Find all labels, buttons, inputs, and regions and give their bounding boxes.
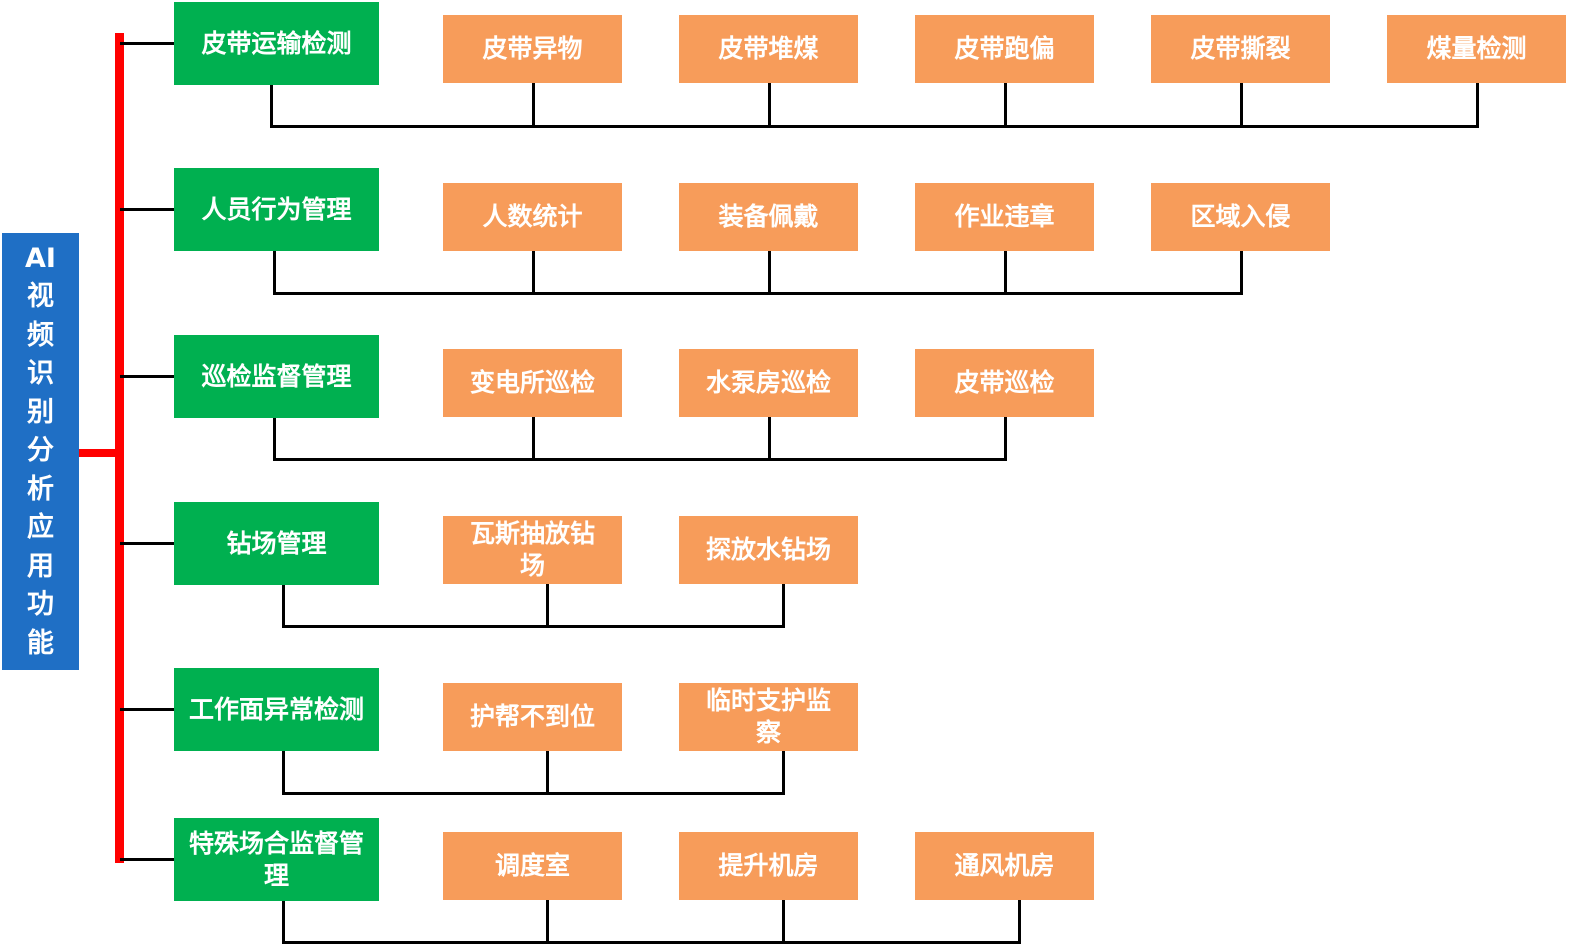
branch-line-0 (120, 42, 174, 45)
item-label: 瓦斯抽放钻场 (469, 519, 595, 580)
item-drop-line (546, 751, 549, 794)
item-label: 作业违章 (954, 202, 1055, 231)
item-node: 提升机房 (679, 832, 858, 900)
item-node: 装备佩戴 (679, 183, 858, 251)
item-label: 调度室 (494, 851, 570, 880)
branch-line-5 (120, 858, 174, 861)
item-node: 护帮不到位 (443, 683, 622, 751)
category-label: 特殊场合监督管理 (188, 828, 364, 890)
branch-line-1 (120, 208, 174, 211)
category-drop-line (282, 901, 285, 943)
category-drop-line (273, 418, 276, 460)
item-node: 皮带巡检 (915, 349, 1094, 417)
item-drop-line (1004, 251, 1007, 294)
item-drop-line (1004, 417, 1007, 460)
item-node: 人数统计 (443, 183, 622, 251)
category-drop-line (273, 251, 276, 294)
category-drop-line (270, 85, 273, 127)
item-drop-line (1240, 83, 1243, 127)
category-drop-line (282, 751, 285, 794)
item-node: 探放水钻场 (679, 516, 858, 584)
item-drop-line (768, 417, 771, 460)
item-label: 探放水钻场 (705, 535, 831, 564)
category-label: 人员行为管理 (201, 194, 352, 224)
item-drop-line (1476, 83, 1479, 127)
bus-line (282, 792, 785, 795)
item-label: 变电所巡检 (469, 368, 595, 397)
item-node: 皮带异物 (443, 15, 622, 83)
category-label: 钻场管理 (226, 528, 327, 558)
item-label: 皮带异物 (482, 34, 583, 63)
category-label: 皮带运输检测 (201, 28, 352, 58)
category-drop-line (282, 585, 285, 627)
item-label: 装备佩戴 (718, 202, 819, 231)
category-node: 钻场管理 (174, 502, 379, 585)
item-node: 临时支护监察 (679, 683, 858, 751)
red-spine (115, 33, 124, 863)
item-label: 皮带跑偏 (954, 34, 1055, 63)
item-node: 水泵房巡检 (679, 349, 858, 417)
item-node: 瓦斯抽放钻场 (443, 516, 622, 584)
item-drop-line (532, 417, 535, 460)
category-node: 工作面异常检测 (174, 668, 379, 751)
category-node: 皮带运输检测 (174, 2, 379, 85)
item-node: 调度室 (443, 832, 622, 900)
item-drop-line (532, 83, 535, 127)
item-node: 变电所巡检 (443, 349, 622, 417)
item-drop-line (782, 900, 785, 943)
category-node: 人员行为管理 (174, 168, 379, 251)
item-node: 区域入侵 (1151, 183, 1330, 251)
item-node: 作业违章 (915, 183, 1094, 251)
item-node: 皮带堆煤 (679, 15, 858, 83)
item-label: 提升机房 (718, 851, 819, 880)
bus-line (282, 941, 1021, 944)
bus-line (270, 125, 1479, 128)
item-label: 皮带堆煤 (718, 34, 819, 63)
root-label: AI视频识别分析应用功能 (25, 242, 56, 659)
item-label: 区域入侵 (1190, 202, 1291, 231)
red-root-connector (79, 449, 119, 457)
item-drop-line (782, 751, 785, 794)
item-drop-line (1004, 83, 1007, 127)
item-node: 皮带撕裂 (1151, 15, 1330, 83)
bus-line (282, 625, 785, 628)
bus-line (273, 292, 1243, 295)
item-label: 水泵房巡检 (705, 368, 831, 397)
item-drop-line (546, 900, 549, 943)
root-node: AI视频识别分析应用功能 (2, 233, 79, 670)
item-label: 临时支护监察 (705, 686, 831, 747)
branch-line-3 (120, 542, 174, 545)
item-drop-line (782, 584, 785, 627)
bus-line (273, 458, 1007, 461)
item-label: 护帮不到位 (469, 702, 595, 731)
item-label: 通风机房 (954, 851, 1055, 880)
category-node: 特殊场合监督管理 (174, 818, 379, 901)
item-drop-line (1018, 900, 1021, 943)
category-label: 工作面异常检测 (188, 694, 364, 724)
item-drop-line (532, 251, 535, 294)
item-drop-line (546, 584, 549, 627)
item-node: 通风机房 (915, 832, 1094, 900)
branch-line-4 (120, 708, 174, 711)
item-drop-line (768, 251, 771, 294)
item-drop-line (1240, 251, 1243, 294)
item-label: 皮带撕裂 (1190, 34, 1291, 63)
item-drop-line (768, 83, 771, 127)
item-label: 人数统计 (482, 202, 583, 231)
item-label: 皮带巡检 (954, 368, 1055, 397)
branch-line-2 (120, 375, 174, 378)
item-node: 皮带跑偏 (915, 15, 1094, 83)
category-node: 巡检监督管理 (174, 335, 379, 418)
category-label: 巡检监督管理 (201, 361, 352, 391)
item-label: 煤量检测 (1426, 34, 1527, 63)
item-node: 煤量检测 (1387, 15, 1566, 83)
